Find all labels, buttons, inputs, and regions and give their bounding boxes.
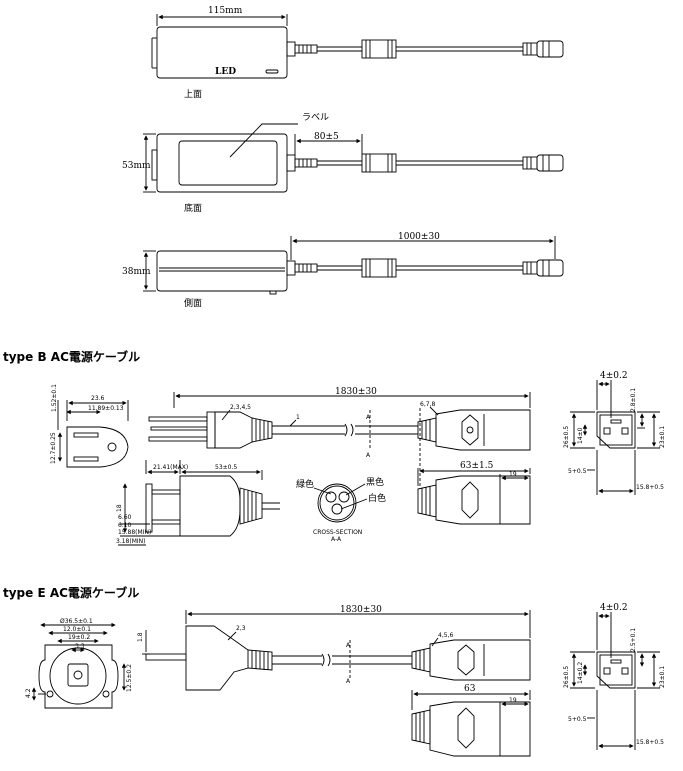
type-b-conn-len-dim: 63±1.5 (460, 461, 494, 471)
type-e-conn-face-e: 5+0.5 (568, 716, 587, 723)
type-b-face-a: 2.8±0.1 (630, 388, 637, 412)
type-b-face-e: 5+0.5 (568, 468, 587, 475)
wire-white-label: 白色 (368, 492, 386, 504)
type-b-title: type B AC電源ケーブル (3, 349, 140, 364)
type-b-side-dim-c: 18 (116, 504, 123, 512)
type-b-cross-section (313, 483, 368, 523)
wire-green-label: 緑色 (296, 478, 314, 490)
cross-section-caption: CROSS-SECTION (313, 529, 362, 536)
adapter-bottom-view (143, 123, 564, 193)
type-e-face-d: 3.3 (75, 643, 85, 650)
type-b-plug-side (118, 460, 280, 546)
adapter-top-view (151, 14, 564, 79)
top-view-caption: 上面 (184, 89, 202, 100)
side-height-dim: 38mm (122, 267, 151, 277)
type-b-conn-tip-dim: 19 (509, 471, 517, 478)
type-e-section-mark-top: A (346, 642, 351, 649)
type-e-face-top: 4±0.2 (600, 603, 628, 613)
top-width-dim: 115mm (208, 6, 243, 16)
type-e-face-a: Ø36.5±0.1 (60, 618, 93, 625)
wire-black-label: 黒色 (366, 476, 384, 488)
type-e-conn-face-f: 15.8+0.5 (636, 739, 664, 746)
type-b-cord-ref: 1 (296, 414, 300, 421)
type-e-section-mark-bottom: A (346, 678, 351, 685)
type-e-conn-face-a: 2.5+0.1 (630, 628, 637, 652)
type-e-conn-len-dim: 63 (464, 684, 476, 694)
type-e-cord-length: 1830±30 (340, 605, 382, 615)
type-e-connector-face (570, 612, 660, 750)
type-b-side-dim-e: 6.10 (118, 522, 132, 529)
type-e-face-c: 19±0.2 (68, 634, 90, 641)
type-b-side-dim-d: 6.60 (118, 514, 132, 521)
label-callout: ラベル (302, 112, 329, 123)
adapter-side-view (143, 236, 564, 295)
type-b-plug-face (57, 400, 129, 468)
bottom-view-caption: 底面 (184, 202, 202, 214)
type-b-side-dim-b: 53±0.5 (215, 464, 237, 471)
type-e-title: type E AC電源ケーブル (3, 585, 139, 600)
side-cable-dim: 1000±30 (398, 232, 440, 242)
type-e-conn-face-c: 14±0.2 (577, 662, 584, 684)
type-b-face-b: 26±0.5 (563, 426, 570, 448)
type-e-face-e: 4.2 (25, 688, 32, 698)
type-e-conn-ref: 4,5,6 (438, 632, 453, 639)
type-e-face-f: 12.5±0.2 (126, 664, 133, 692)
type-b-side-dim-f: 15.88(MIN) (118, 529, 151, 536)
type-b-face-d: 23±0.1 (659, 426, 666, 448)
side-view-caption: 側面 (184, 297, 202, 309)
type-b-face-c: 14±0 (577, 427, 584, 444)
bottom-height-dim: 53mm (122, 161, 151, 171)
type-b-face-side-dim: 1.52±0.1 (51, 384, 58, 412)
cross-section-sub: A-A (331, 536, 342, 543)
type-b-section-mark-bottom: A (366, 452, 371, 459)
type-e-plug-ref: 2,3 (236, 625, 246, 632)
type-b-connector-side (417, 408, 531, 525)
type-b-face-top: 4±0.2 (600, 371, 628, 381)
type-e-conn-tip-dim: 19 (509, 697, 517, 704)
type-e-face-b: 12.0±0.1 (63, 626, 91, 633)
led-label: LED (215, 67, 236, 77)
type-b-side-dim-g: 3.18(MIN) (116, 538, 145, 545)
type-b-cable-top (148, 392, 531, 451)
bottom-cable-dim: 80±5 (314, 132, 339, 142)
type-b-side-dim-a: 21.41(MAX) (153, 464, 188, 471)
type-b-cord-length: 1830±30 (335, 387, 377, 397)
type-b-face-top-dim: 23.6 (91, 395, 105, 402)
type-e-plug-face (31, 622, 127, 709)
type-b-face-pitch-dim: 11.89±0.13 (88, 405, 124, 412)
type-b-plug-ref: 2,3,4,5 (230, 404, 251, 411)
type-b-conn-ref: 6,7,8 (420, 401, 435, 408)
type-e-pin-dim: 1.8 (137, 632, 144, 642)
type-b-face-pin-dim: 12.7±0.25 (50, 432, 57, 464)
type-e-cable (142, 610, 531, 691)
type-b-face-f: 15.8+0.5 (636, 484, 664, 491)
type-b-section-mark-top: A (366, 414, 371, 421)
type-e-conn-face-d: 23±0.1 (659, 666, 666, 688)
type-e-connector-side (411, 690, 531, 757)
type-b-connector-face (570, 380, 660, 495)
type-e-conn-face-b: 26±0.5 (563, 666, 570, 688)
